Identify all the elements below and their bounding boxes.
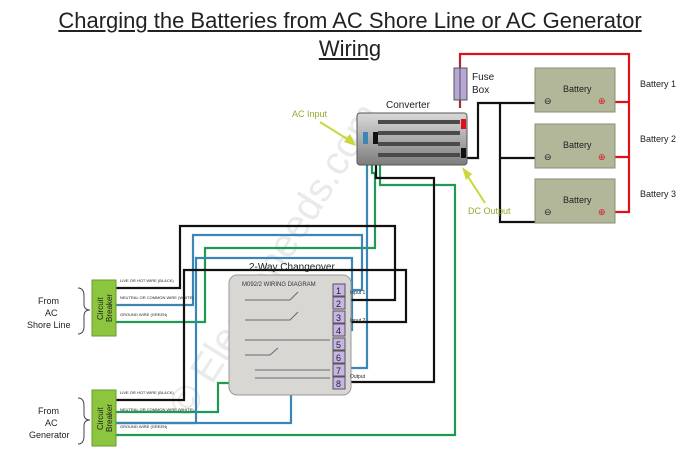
breaker-label-2: Breaker <box>105 294 114 322</box>
terminal-number: 3 <box>336 313 341 323</box>
terminal-1 <box>332 283 346 297</box>
changeover-model: M092/2 WIRING DIAGRAM <box>242 282 316 288</box>
terminal-number: 4 <box>336 326 341 336</box>
terminal-number: 2 <box>336 299 341 309</box>
terminal-number: 8 <box>336 379 341 389</box>
battery-name: Battery 3 <box>640 189 676 199</box>
ac-input-callout: AC Input <box>292 109 356 146</box>
changeover-switch: 2-Way Changeover M092/2 WIRING DIAGRAM 1… <box>228 262 366 396</box>
dc-output-callout: DC Output <box>462 167 511 216</box>
circuit-breaker <box>91 389 117 447</box>
terminal-block: 1 2 3 4 5 6 7 8 <box>332 283 346 390</box>
battery-1: Battery ⊖ ⊕ Battery 1 <box>534 67 676 113</box>
terminal-number: 6 <box>336 353 341 363</box>
battery-label: Battery <box>563 84 592 94</box>
converter-label: Converter <box>386 100 431 111</box>
terminal-6 <box>332 350 346 364</box>
terminal-2 <box>332 296 346 310</box>
input2-label: Input 2 <box>350 318 366 324</box>
terminal-number: 7 <box>336 366 341 376</box>
svg-text:⊕: ⊕ <box>598 207 606 217</box>
svg-text:⊖: ⊖ <box>544 152 552 162</box>
circuit-breaker <box>91 279 117 337</box>
battery-name: Battery 1 <box>640 79 676 89</box>
terminal-number: 5 <box>336 340 341 350</box>
input1-label: Input 1 <box>350 290 366 296</box>
source-generator: From AC Generator Circuit Breaker LIVE O… <box>29 389 194 447</box>
terminal-5 <box>332 337 346 351</box>
page-title-line2: Wiring <box>318 36 382 61</box>
internal-contacts <box>245 291 330 379</box>
source-label-2: AC <box>45 418 58 428</box>
terminal-7 <box>332 363 346 377</box>
source-label-1: From <box>38 296 59 306</box>
terminal-number: 1 <box>336 286 341 296</box>
svg-text:⊕: ⊕ <box>598 152 606 162</box>
wire-label-ground: GROUND WIRE (GREEN) <box>120 312 168 317</box>
svg-text:⊖: ⊖ <box>544 207 552 217</box>
wire-label-ground: GROUND WIRE (GREEN) <box>120 424 168 429</box>
wire-label-live: LIVE OR HOT WIRE (BLACK) <box>120 390 174 395</box>
ac-input-label: AC Input <box>292 109 328 119</box>
fuse-box-label-2: Box <box>472 85 489 96</box>
source-label-3: Shore Line <box>27 320 71 330</box>
source-label-3: Generator <box>29 430 70 440</box>
terminal-4 <box>332 323 346 337</box>
dc-output-label: DC Output <box>468 206 511 216</box>
fuse-box-label: Fuse <box>472 72 495 83</box>
page-title: Charging the Batteries from AC Shore Lin… <box>58 8 642 33</box>
battery-3: Battery ⊖ ⊕ Battery 3 <box>534 178 676 224</box>
source-shore-line: From AC Shore Line Circuit Breaker LIVE … <box>27 278 194 337</box>
wire-label-neutral: NEUTRAL OR COMMON WIRE (WHITE) <box>120 295 194 300</box>
battery-2: Battery ⊖ ⊕ Battery 2 <box>534 123 676 169</box>
source-label-2: AC <box>45 308 58 318</box>
battery-label: Battery <box>563 195 592 205</box>
output-label: Output <box>350 374 366 380</box>
breaker-label-2: Breaker <box>105 404 114 432</box>
wire-label-live: LIVE OR HOT WIRE (BLACK) <box>120 278 174 283</box>
svg-text:⊕: ⊕ <box>598 96 606 106</box>
converter: Converter <box>356 100 468 166</box>
wire-label-neutral: NEUTRAL OR COMMON WIRE (WHITE) <box>120 407 194 412</box>
fuse-box: Fuse Box <box>453 60 495 108</box>
terminal-8 <box>332 376 346 390</box>
breaker-label: Circuit <box>96 407 105 430</box>
changeover-title: 2-Way Changeover <box>249 262 335 273</box>
svg-text:⊖: ⊖ <box>544 96 552 106</box>
breaker-label: Circuit <box>96 297 105 320</box>
battery-name: Battery 2 <box>640 134 676 144</box>
source-label-1: From <box>38 406 59 416</box>
battery-label: Battery <box>563 140 592 150</box>
terminal-3 <box>332 310 346 324</box>
